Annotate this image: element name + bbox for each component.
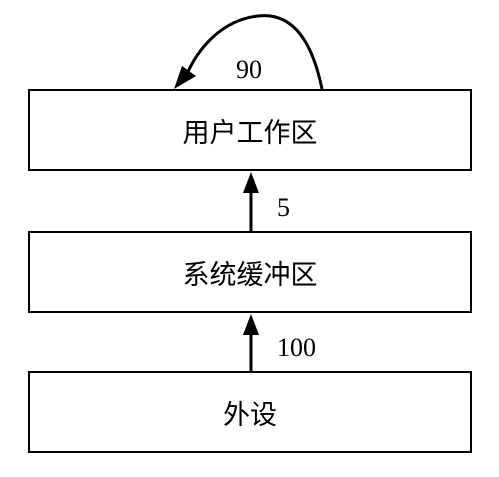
peripheral-box: 外设 [28, 371, 472, 453]
buffer-to-user-value-label: 5 [277, 193, 290, 222]
peripheral-label: 外设 [223, 399, 277, 431]
peripheral-to-buffer-value-label: 100 [277, 333, 316, 362]
loop-arrowhead [174, 66, 196, 89]
user-work-area-box: 用户工作区 [28, 89, 472, 171]
user-work-area-label: 用户工作区 [182, 117, 318, 149]
system-buffer-label: 系统缓冲区 [182, 259, 318, 291]
system-buffer-box: 系统缓冲区 [28, 231, 472, 313]
loop-value-label: 90 [236, 55, 262, 84]
buffer-to-user-arrowhead [243, 172, 259, 193]
peripheral-to-buffer-arrowhead [243, 314, 259, 335]
